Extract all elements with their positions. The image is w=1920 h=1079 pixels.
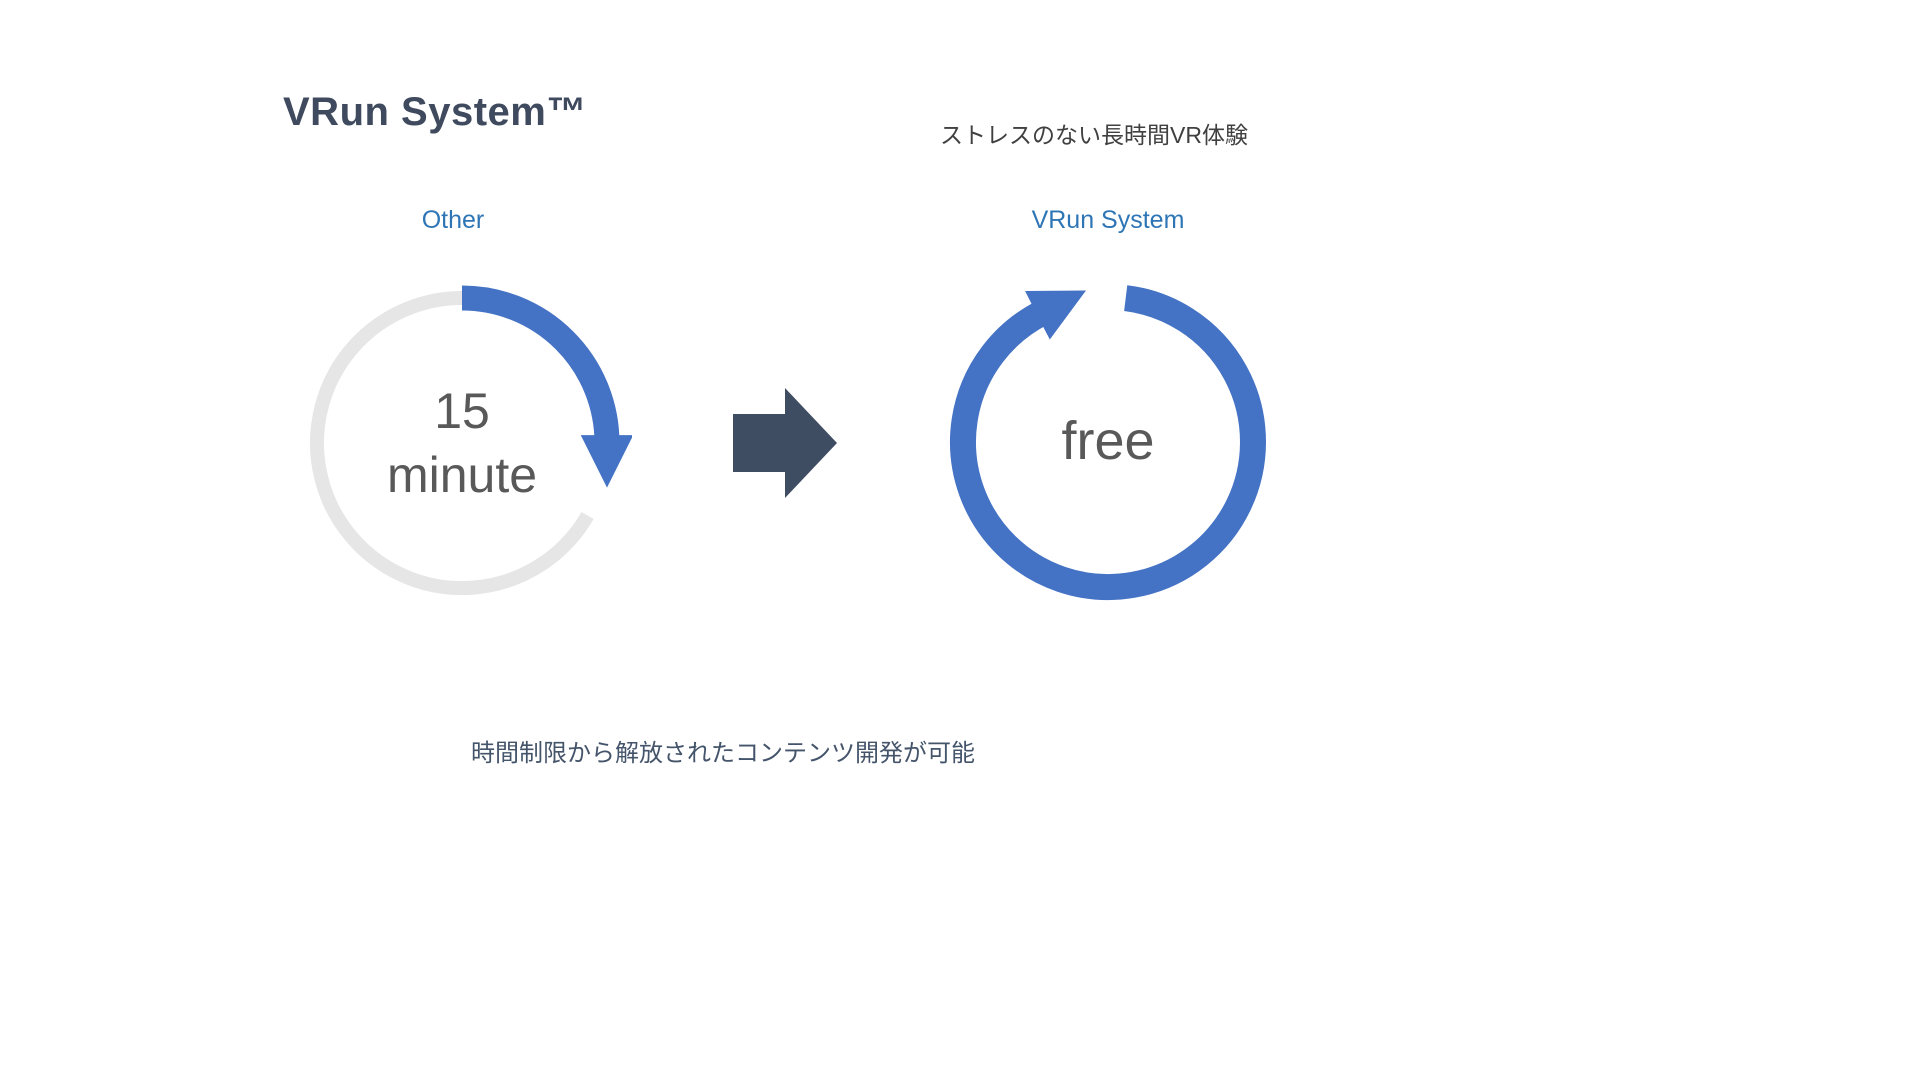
countdown-progress-ring-icon: 15 minute — [292, 273, 632, 613]
blue-loop-arc — [949, 285, 1266, 601]
continuous-loop-ring-icon: free — [938, 272, 1278, 612]
page-title: VRun System™ — [283, 90, 587, 134]
time-unit: minute — [386, 447, 538, 503]
free-value: free — [1061, 411, 1155, 472]
tagline-text: ストレスのない長時間VR体験 — [940, 122, 1248, 148]
time-limit-value: 15 minute — [292, 273, 632, 613]
countdown-ring-svg — [310, 285, 632, 596]
blue-progress-arc — [461, 285, 632, 488]
footer-note: 時間制限から解放されたコンテンツ開発が可能 — [471, 740, 975, 767]
block-arrow-shape — [733, 388, 837, 498]
block-right-arrow-icon — [733, 388, 837, 498]
label-vrun-system: VRun System — [1031, 206, 1185, 234]
loop-ring-svg — [949, 285, 1266, 601]
label-other: Other — [421, 206, 485, 234]
time-value: 15 — [434, 383, 490, 439]
